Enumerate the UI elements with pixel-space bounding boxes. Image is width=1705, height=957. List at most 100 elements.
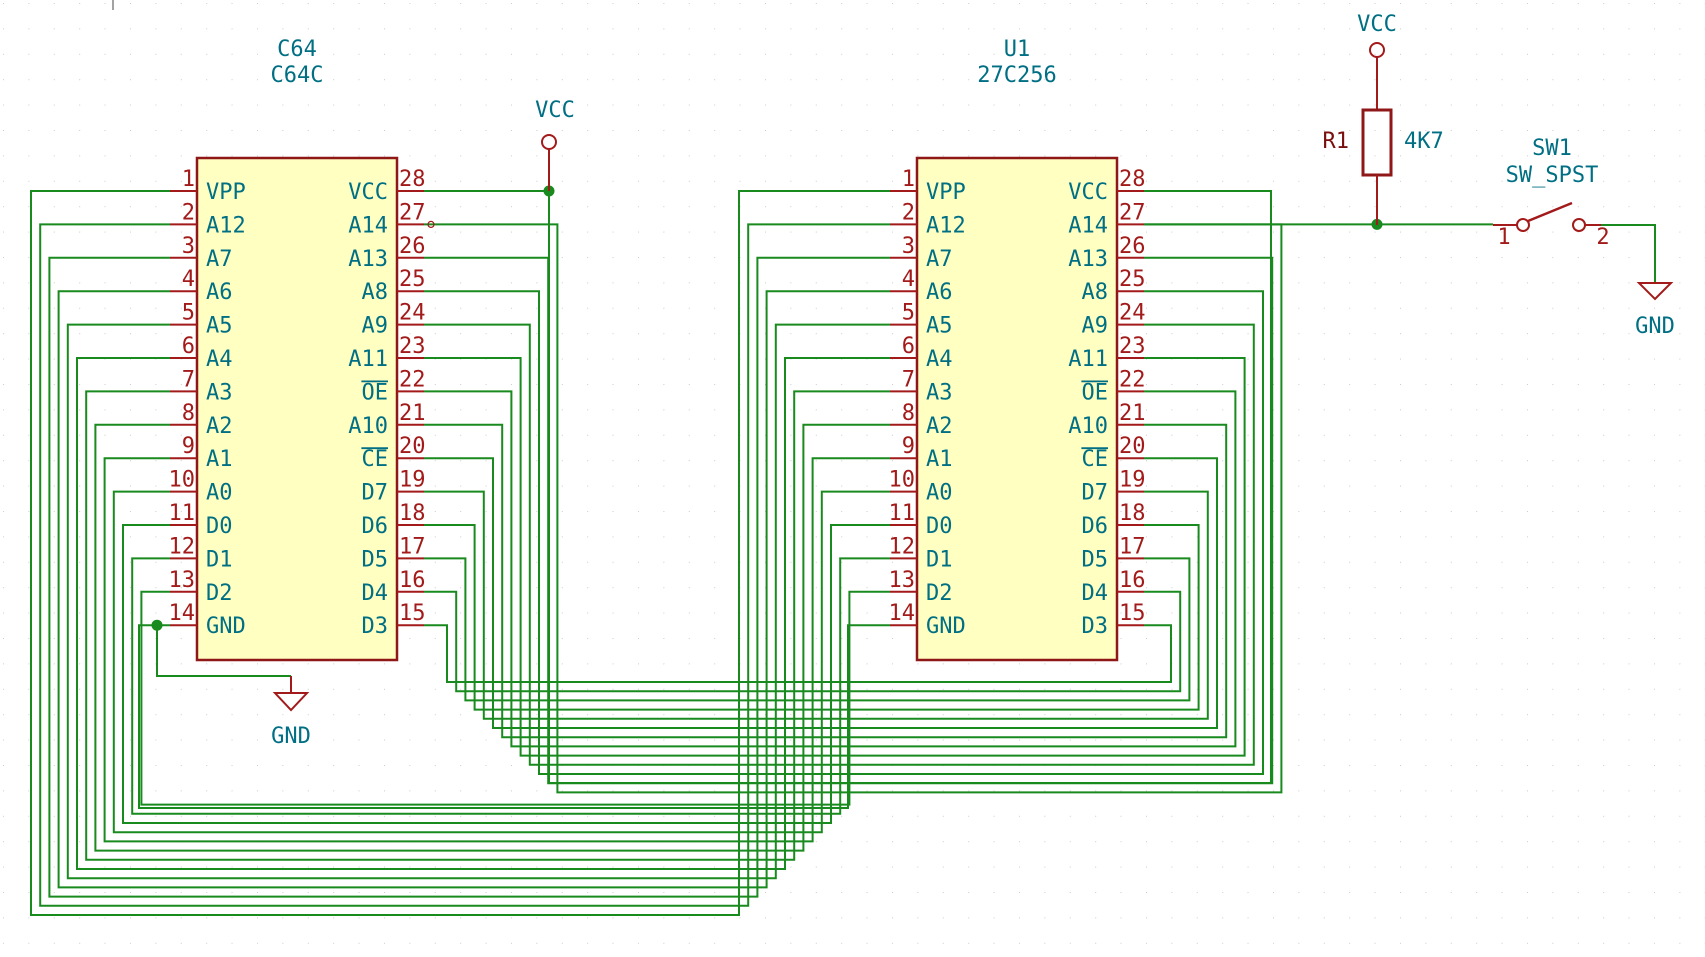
pin-3[interactable]: 3A7 bbox=[170, 234, 233, 272]
gnd-triangle-icon bbox=[272, 692, 310, 712]
vcc-symbol-r1[interactable]: VCC bbox=[1357, 12, 1397, 110]
pin-8[interactable]: 8A2 bbox=[170, 401, 233, 439]
pin-7[interactable]: 7A3 bbox=[890, 367, 953, 405]
wire-left-pin-12[interactable] bbox=[131, 557, 890, 815]
gnd-symbol-sw1[interactable]: GND bbox=[1635, 282, 1675, 339]
pin-9[interactable]: 9A1 bbox=[170, 434, 233, 472]
wire-right-pin-15[interactable] bbox=[424, 624, 1172, 683]
pin-number: 24 bbox=[399, 301, 426, 326]
wire-left-pin-2[interactable] bbox=[39, 223, 890, 907]
wire-right-pin-24[interactable] bbox=[424, 323, 1255, 766]
vcc-symbol-c64[interactable]: VCC bbox=[535, 98, 575, 191]
wire-right-pin-23[interactable] bbox=[424, 357, 1246, 757]
pin-number: 10 bbox=[169, 468, 196, 493]
wire-left-pin-10[interactable] bbox=[112, 490, 890, 834]
pin-name: A0 bbox=[926, 481, 953, 506]
pin-name: D3 bbox=[362, 614, 389, 639]
wire-right-pin-18[interactable] bbox=[424, 524, 1200, 711]
wire-left-pin-6[interactable] bbox=[76, 357, 890, 870]
wire-right-pin-25[interactable] bbox=[424, 290, 1264, 775]
wire-gnd-u1[interactable] bbox=[138, 624, 890, 809]
pin-5[interactable]: 5A5 bbox=[890, 301, 953, 339]
pin-4[interactable]: 4A6 bbox=[170, 267, 233, 305]
pin-6[interactable]: 6A4 bbox=[890, 334, 953, 372]
wire-left-pin-8[interactable] bbox=[94, 423, 890, 852]
ic-u1[interactable]: U1 27C256 1VPP2A123A74A65A56A47A38A29A11… bbox=[889, 37, 1146, 662]
wire-left-pin-4[interactable] bbox=[57, 290, 890, 889]
wire-gnd-c64[interactable] bbox=[156, 624, 291, 677]
switch-sw1[interactable]: SW1 SW_SPST 1 2 bbox=[1493, 136, 1610, 250]
pin-5[interactable]: 5A5 bbox=[170, 301, 233, 339]
pin-3[interactable]: 3A7 bbox=[890, 234, 953, 272]
gnd-symbol-c64[interactable]: GND bbox=[271, 676, 311, 749]
wire-right-pin-21[interactable] bbox=[424, 423, 1228, 739]
wire-left-pin-7[interactable] bbox=[85, 390, 890, 861]
pin-name: A6 bbox=[926, 280, 953, 305]
pin-9[interactable]: 9A1 bbox=[890, 434, 953, 472]
pin-6[interactable]: 6A4 bbox=[170, 334, 233, 372]
wire-left-pin-9[interactable] bbox=[103, 457, 890, 843]
wire-left-pin-11[interactable] bbox=[122, 524, 890, 824]
pin-number: 16 bbox=[1119, 568, 1146, 593]
wire-left-pin-3[interactable] bbox=[48, 256, 890, 898]
pin-name: A3 bbox=[926, 380, 953, 405]
pin-4[interactable]: 4A6 bbox=[890, 267, 953, 305]
wire-right-pin-19[interactable] bbox=[424, 490, 1209, 720]
wire-left-pin-5[interactable] bbox=[66, 323, 890, 880]
wire-left-pin-1[interactable] bbox=[30, 190, 890, 916]
resistor-r1[interactable]: R1 4K7 bbox=[1323, 108, 1444, 225]
wire-right-pin-16[interactable] bbox=[424, 590, 1182, 693]
wire-switch-gnd[interactable] bbox=[1601, 224, 1656, 283]
wire-right-pin-20[interactable] bbox=[424, 457, 1218, 729]
ic-c64[interactable]: C64 C64C 1VPP2A123A74A65A56A47A38A29A110… bbox=[169, 37, 426, 662]
pin-7[interactable]: 7A3 bbox=[170, 367, 233, 405]
wire-right-pin-17[interactable] bbox=[424, 557, 1191, 702]
wire-right-pin-22[interactable] bbox=[424, 390, 1237, 748]
pin-8[interactable]: 8A2 bbox=[890, 401, 953, 439]
wire-left-pin-13[interactable] bbox=[140, 590, 890, 806]
wire-vcc-u1[interactable] bbox=[549, 190, 1272, 784]
